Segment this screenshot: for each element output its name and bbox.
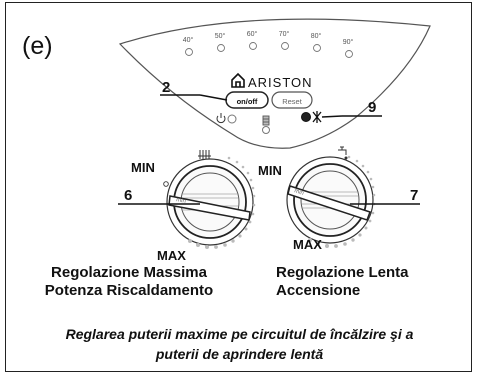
right-knob-min-label: MIN [258,163,282,178]
burner-icon [262,115,270,126]
knob-grip [287,185,371,221]
power-icon [216,113,226,124]
right-knob-scale-dots [308,155,376,248]
panel-label: (e) [22,32,53,60]
right-caption-line1: Regolazione Lenta [276,264,409,281]
temp-mark-50: 50° [215,32,226,40]
temp-led [345,50,353,58]
callout-7: 7 [410,187,418,204]
left-caption-line2: Potenza Riscaldamento [44,282,214,299]
note-line1: Reglarea puterii maxime pe circuitul de … [65,326,414,342]
knob-inner-label: min [176,197,187,205]
fan-icon [312,111,322,123]
reset-button[interactable] [271,91,313,109]
callout-9: 9 [368,99,376,116]
reset-button-label: Reset [282,97,303,106]
knob-inner [300,170,360,230]
right-knob-caption: Regolazione Lenta Accensione [276,264,466,300]
callout-6: 6 [124,187,132,204]
max-heating-power-knob[interactable]: min [166,158,254,246]
temp-led [249,42,257,50]
slow-ignition-knob[interactable]: min [286,156,374,244]
knob-inner-label: min [293,188,304,197]
note-line2: puterii de aprindere lentă [155,346,324,362]
temp-mark-80: 80° [311,32,322,40]
left-knob-max-label: MAX [157,248,186,263]
left-caption-line1: Regolazione Massima [51,264,207,281]
home-logo-icon [231,72,245,88]
brand-name: ARISTON [248,75,313,90]
right-knob-max-label: MAX [293,237,322,252]
temp-mark-40: 40° [183,36,194,44]
left-knob-caption: Regolazione Massima Potenza Riscaldament… [14,264,244,300]
temp-led [281,42,289,50]
temp-mark-70: 70° [279,30,290,38]
knob-min-marker [163,181,169,187]
fan-led [301,112,311,122]
temp-mark-60: 60° [247,30,258,38]
left-knob-min-label: MIN [131,160,155,175]
callout-2-leader [199,94,228,101]
temp-mark-90: 90° [343,38,354,46]
callout-2: 2 [162,79,170,96]
knob-grip [168,195,251,221]
tap-icon [338,146,348,160]
onoff-button-label: on/off [237,97,258,106]
callout-9-leader [321,115,343,118]
temp-led [217,44,225,52]
radiator-icon [198,150,211,159]
burner-led [262,126,270,134]
ariston-logo: ARISTON [231,72,313,90]
temp-led [185,48,193,56]
power-led [227,114,237,124]
temperature-scale: 40° 50° 60° 70° 80° 90° [183,30,354,58]
romanian-note: Reglarea puterii maxime pe circuitul de … [0,324,479,364]
left-knob-scale-dots [188,156,256,249]
temp-led [313,44,321,52]
right-caption-line2: Accensione [276,282,361,299]
